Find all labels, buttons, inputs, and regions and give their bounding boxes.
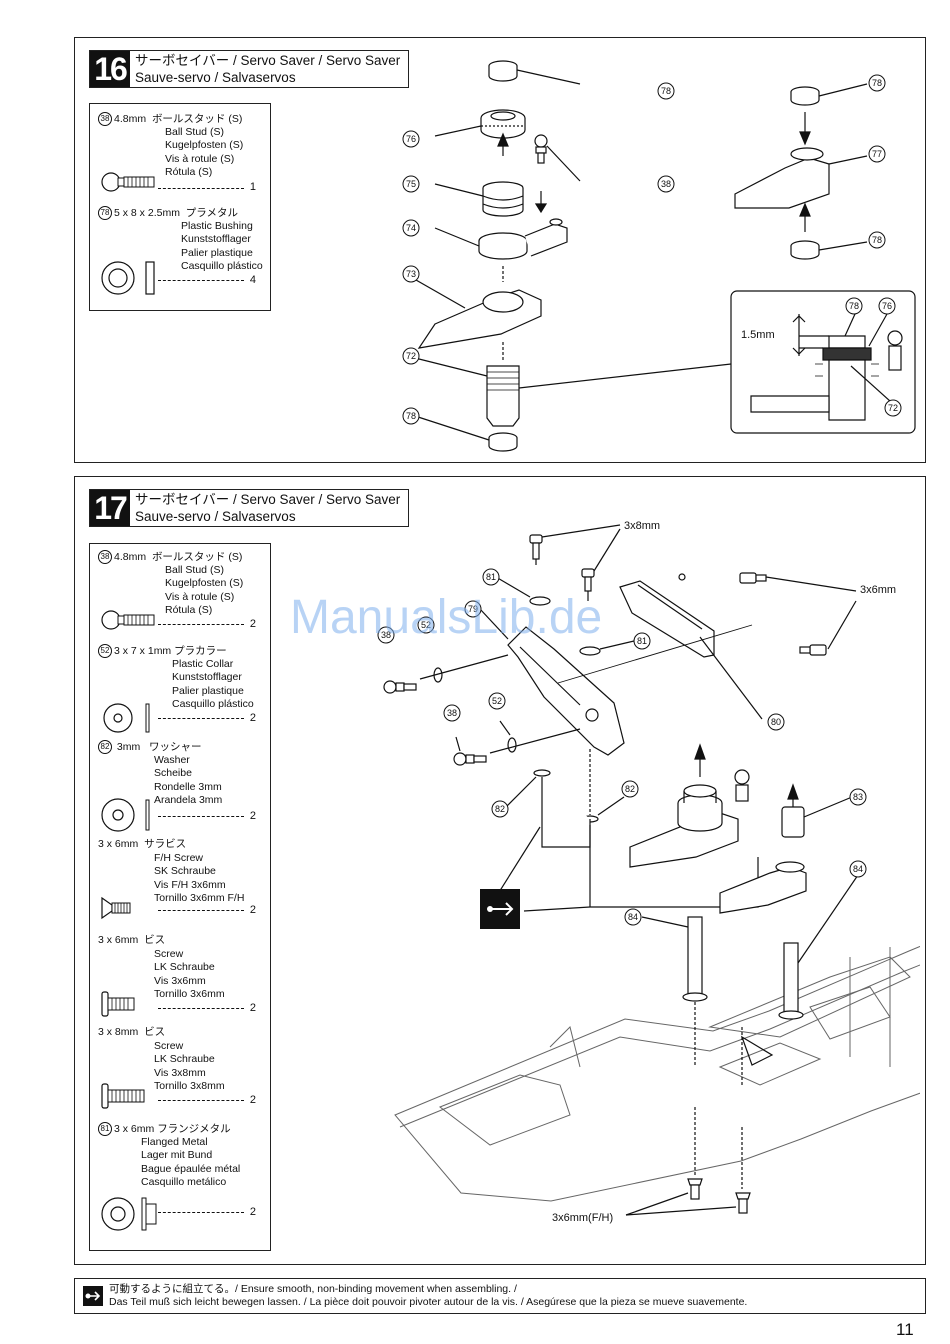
callout: 52 — [421, 620, 431, 630]
callout: 79 — [468, 604, 478, 614]
callout: 72 — [406, 351, 416, 361]
page-number: 11 — [896, 1320, 914, 1339]
step-16-header: 16 サーボセイバー / Servo Saver / Servo Saver S… — [89, 50, 410, 88]
dimension-label: 1.5mm — [741, 329, 775, 341]
step-17-number: 17 — [90, 490, 130, 526]
callout: 83 — [853, 792, 863, 802]
part-ref: 78 — [98, 206, 112, 220]
callout: 82 — [495, 804, 505, 814]
part-fh-screw: 3 x 6mm サラビス F/H Screw SK Schraube Vis F… — [90, 838, 270, 932]
callout: 38 — [381, 630, 391, 640]
callout: 78 — [661, 86, 671, 96]
screw-icon — [101, 991, 135, 1017]
callout: 75 — [406, 179, 416, 189]
step-16-number: 16 — [90, 51, 130, 87]
callout: 73 — [406, 269, 416, 279]
callout: 78 — [849, 301, 859, 311]
callout: 77 — [872, 149, 882, 159]
callout: 38 — [661, 179, 671, 189]
callout: 52 — [492, 696, 502, 706]
callout: 82 — [625, 784, 635, 794]
callout: 84 — [853, 864, 863, 874]
part-washer: 82 3mm ワッシャー Washer Scheibe Rondelle 3mm… — [90, 740, 270, 836]
step-16-title-line1: サーボセイバー / Servo Saver / Servo Saver — [135, 53, 401, 68]
part-ref: 38 — [98, 112, 112, 126]
step-16-assembly-diagram: 78 76 38 75 74 73 72 78 78 77 78 78 76 7… — [402, 60, 916, 452]
step-17-title-line1: サーボセイバー / Servo Saver / Servo Saver — [135, 492, 401, 507]
label-screw-3x6fh: 3x6mm(F/H) — [552, 1212, 613, 1224]
label-screw-3x6: 3x6mm — [860, 584, 896, 596]
step-17-header: 17 サーボセイバー / Servo Saver / Servo Saver S… — [89, 489, 410, 527]
bushing-icon — [101, 261, 155, 295]
ball-stud-icon — [101, 610, 155, 630]
callout: 76 — [406, 134, 416, 144]
washer-icon — [101, 798, 150, 832]
step-17-assembly-diagram: 81 79 38 52 81 80 38 52 82 82 83 84 84 3… — [377, 520, 920, 1224]
step-16-title-line2: Sauve-servo / Salvaservos — [135, 70, 296, 85]
step-17-title-line2: Sauve-servo / Salvaservos — [135, 509, 296, 524]
callout: 80 — [771, 717, 781, 727]
callout: 78 — [872, 235, 882, 245]
callout: 38 — [447, 708, 457, 718]
callout: 76 — [882, 301, 892, 311]
collar-icon — [103, 703, 150, 733]
note-line-1: 可動するように組立てる。/ Ensure smooth, non-binding… — [109, 1283, 517, 1295]
part-screw-3x6: 3 x 6mm ビス Screw LK Schraube Vis 3x6mm T… — [90, 934, 270, 1026]
screw-icon — [101, 1083, 145, 1109]
callout: 81 — [486, 572, 496, 582]
part-screw-3x8: 3 x 8mm ビス Screw LK Schraube Vis 3x8mm T… — [90, 1026, 270, 1118]
callout: 84 — [628, 912, 638, 922]
fh-screw-icon — [101, 896, 131, 920]
ball-stud-icon — [101, 172, 155, 192]
note-line-2: Das Teil muß sich leicht bewegen lassen.… — [109, 1296, 748, 1308]
callout: 78 — [872, 78, 882, 88]
note-bar: 可動するように組立てる。/ Ensure smooth, non-binding… — [74, 1278, 926, 1314]
callout: 81 — [637, 636, 647, 646]
movement-icon — [83, 1286, 103, 1306]
step-17-panel: 17 サーボセイバー / Servo Saver / Servo Saver S… — [74, 476, 926, 1265]
step-16-panel: 16 サーボセイバー / Servo Saver / Servo Saver S… — [74, 37, 926, 463]
callout: 78 — [406, 411, 416, 421]
label-screw-3x8: 3x8mm — [624, 520, 660, 532]
flanged-metal-icon — [101, 1197, 157, 1231]
callout: 72 — [888, 403, 898, 413]
callout: 74 — [406, 223, 416, 233]
